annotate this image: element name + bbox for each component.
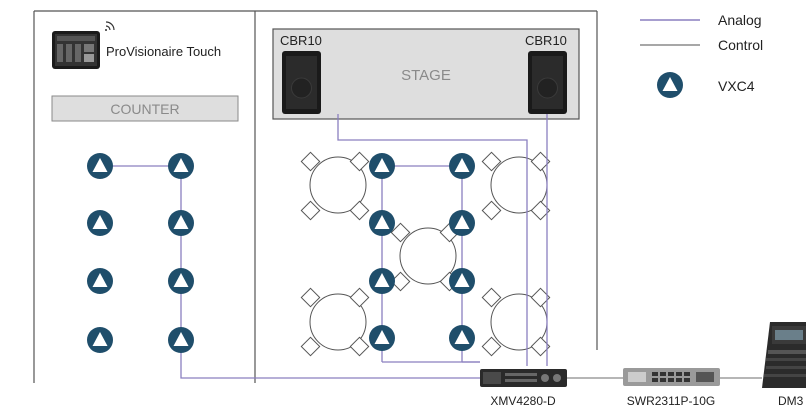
vxc4-icon (168, 327, 194, 353)
vxc4-icon (87, 327, 113, 353)
speaker-left: CBR10 (280, 33, 322, 114)
counter: COUNTER (51, 95, 239, 122)
speaker-left-label: CBR10 (280, 33, 322, 48)
tables (300, 151, 551, 357)
legend-analog-label: Analog (718, 12, 762, 28)
table-upper-right (481, 151, 551, 221)
vxc4-icon (168, 210, 194, 236)
network-switch: SWR2311P-10G (623, 368, 720, 408)
vxc4-icon (369, 210, 395, 236)
wifi-icon (105, 21, 115, 31)
table-lower-right (481, 287, 551, 357)
console-label: DM3 (778, 394, 804, 408)
speaker-right-label: CBR10 (525, 33, 567, 48)
counter-label: COUNTER (110, 101, 179, 117)
tablet-icon (52, 31, 100, 69)
amplifier-icon (480, 369, 567, 387)
vxc4-icon (369, 153, 395, 179)
table-lower-left (300, 287, 370, 357)
legend: Analog Control VXC4 (640, 12, 763, 98)
legend-vxc4-label: VXC4 (718, 78, 755, 94)
vxc4-icon (449, 325, 475, 351)
touch-panel: ProVisionaire Touch (52, 21, 221, 69)
legend-control-label: Control (718, 37, 763, 53)
vxc4-speakers (87, 153, 475, 353)
vxc4-icon (369, 325, 395, 351)
stage-label: STAGE (401, 67, 451, 84)
vxc4-icon (449, 268, 475, 294)
vxc4-icon (449, 153, 475, 179)
vxc4-icon (369, 268, 395, 294)
speaker-icon (528, 51, 567, 114)
amplifier-label: XMV4280-D (490, 394, 556, 408)
console-icon (762, 322, 806, 388)
table-center (390, 222, 460, 292)
vxc4-icon (168, 268, 194, 294)
switch-label: SWR2311P-10G (627, 394, 715, 408)
vxc4-icon (87, 268, 113, 294)
vxc4-icon (87, 153, 113, 179)
amplifier: XMV4280-D (480, 369, 567, 408)
vxc4-icon (449, 210, 475, 236)
touch-panel-label: ProVisionaire Touch (106, 44, 221, 59)
switch-icon (623, 368, 720, 386)
vxc4-icon (87, 210, 113, 236)
mixing-console: DM3 (762, 322, 806, 408)
legend-vxc4-icon (657, 72, 683, 98)
table-upper-left (300, 151, 370, 221)
vxc4-icon (168, 153, 194, 179)
speaker-icon (282, 51, 321, 114)
speaker-right: CBR10 (525, 33, 567, 114)
room-walls (33, 10, 598, 383)
